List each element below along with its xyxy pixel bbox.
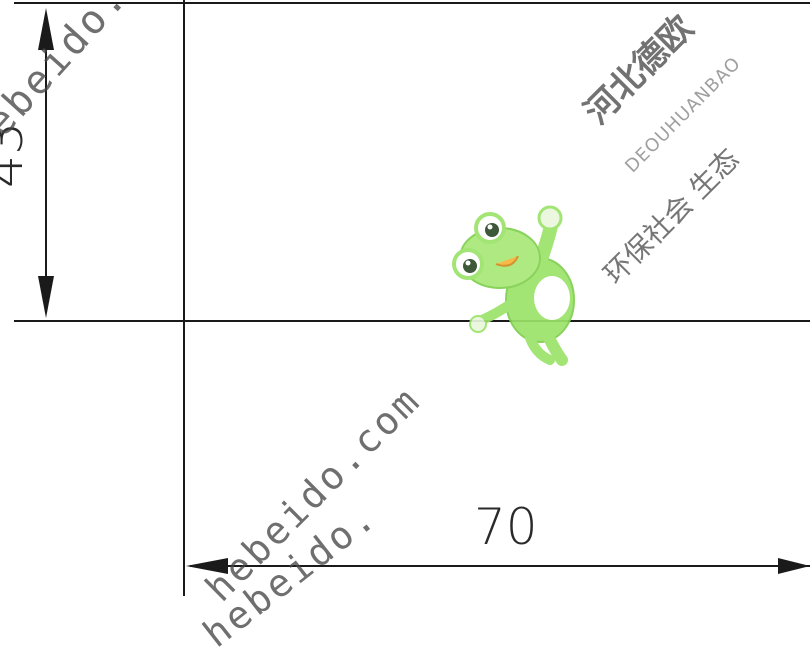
arrow-right-icon: [778, 558, 810, 574]
horizontal-dimension: 70: [186, 498, 810, 574]
arrow-up-icon: [38, 8, 54, 50]
frog-mascot-icon: [452, 205, 575, 366]
arrow-down-icon: [38, 276, 54, 318]
vertical-dimension: 43: [0, 8, 54, 318]
arrow-left-icon: [186, 558, 228, 574]
technical-drawing: 43 70: [0, 0, 810, 596]
dimension-height-label: 43: [0, 122, 35, 188]
dimension-width-label: 70: [474, 498, 538, 556]
